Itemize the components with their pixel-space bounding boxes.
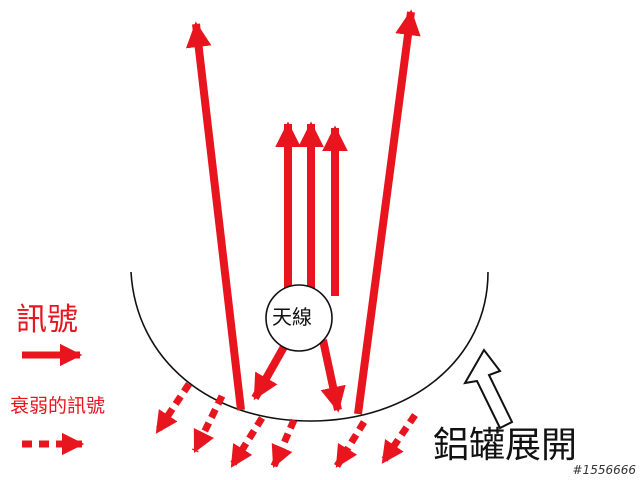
- weak-arrow-3: [229, 416, 265, 468]
- reflected-beam-left: [185, 21, 245, 411]
- watermark: #1556666: [572, 463, 637, 477]
- reflector-curve: [130, 271, 489, 422]
- weak-arrow-4: [270, 418, 298, 469]
- weak-arrow-5: [334, 420, 367, 468]
- weak-signal-arrows: [154, 382, 418, 469]
- antenna-circle: [265, 284, 333, 352]
- foil-unfold-label: 鋁罐展開: [433, 425, 578, 466]
- antenna-label: 天線: [272, 305, 312, 329]
- antenna-beam-down-left: [251, 343, 289, 401]
- weak-signal-legend-label: 衰弱的訊號: [10, 395, 106, 417]
- reflected-beam-right: [354, 9, 421, 415]
- weak-arrow-2: [191, 394, 226, 454]
- unfold-hollow-arrow-icon: [463, 348, 514, 430]
- weak-arrow-6: [380, 413, 418, 464]
- antenna-beam-down-right: [319, 339, 346, 413]
- weak-arrow-1: [154, 382, 192, 434]
- signal-legend-label: 訊號: [16, 302, 78, 338]
